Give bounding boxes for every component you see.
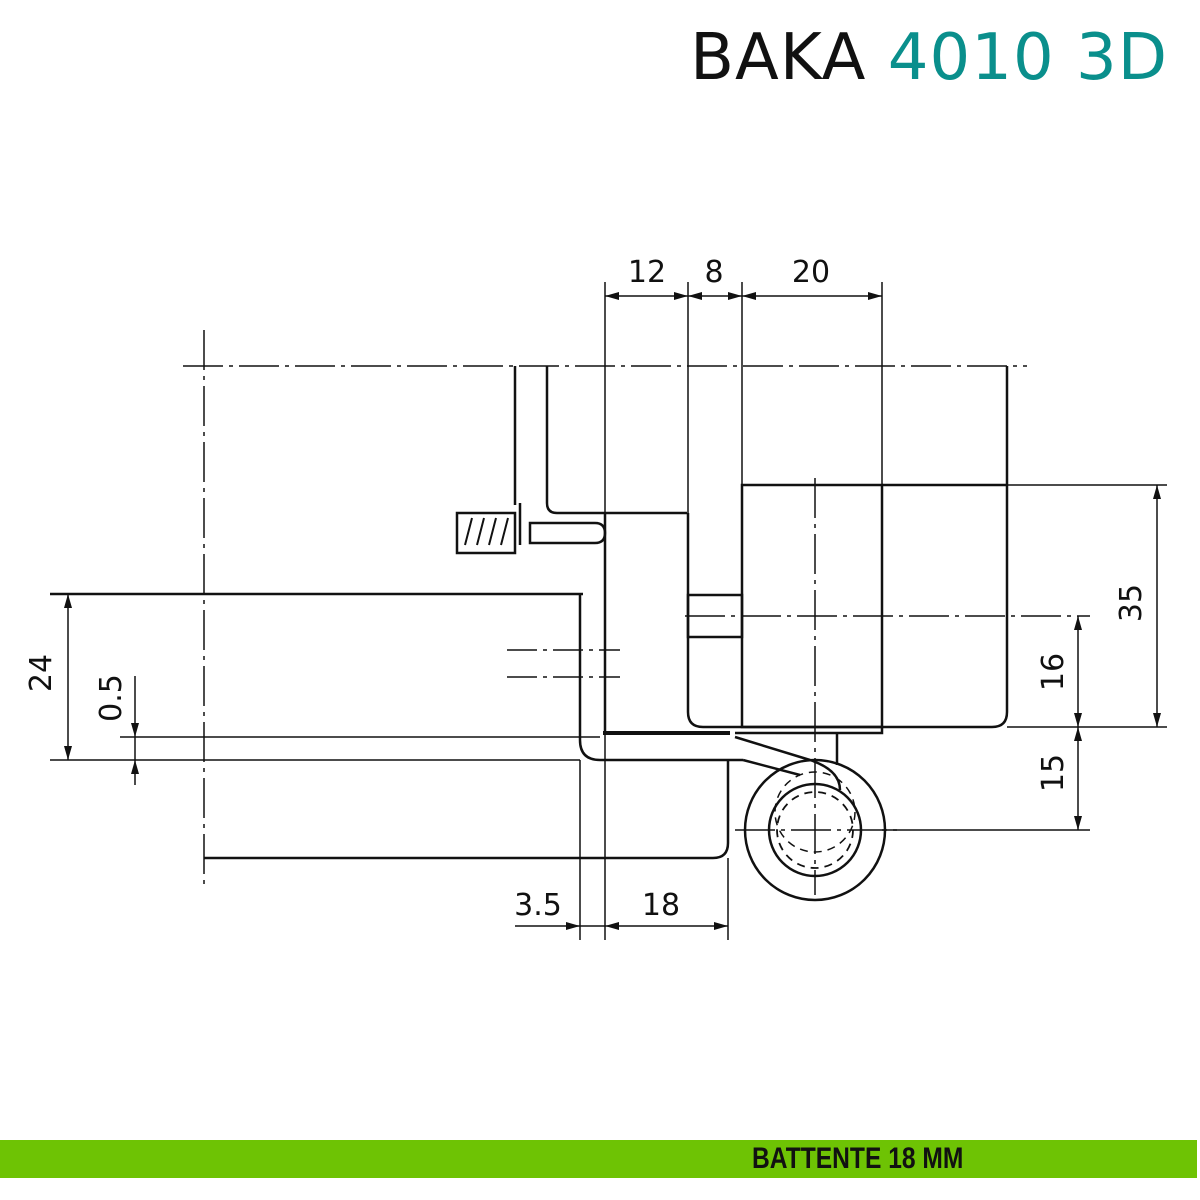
dim-top-12: 12	[628, 255, 666, 290]
dim-top-8: 8	[704, 255, 723, 290]
dim-right-35: 35	[1114, 584, 1149, 622]
footer-label: BATTENTE 18 MM	[752, 1142, 964, 1175]
center-lines	[183, 330, 1090, 895]
dim-right-16: 16	[1036, 653, 1071, 691]
hinge-outline	[50, 366, 1009, 902]
dim-right-15: 15	[1036, 754, 1071, 792]
brand-name: BAKA	[690, 21, 867, 95]
dim-left-0-5: 0.5	[94, 674, 129, 722]
dimension-lines	[50, 282, 1167, 940]
product-title: BAKA 4010 3D	[690, 18, 1168, 98]
dim-bottom-3-5: 3.5	[514, 888, 562, 923]
model-name: 4010 3D	[887, 21, 1168, 95]
dim-top-20: 20	[792, 255, 830, 290]
dim-bottom-18: 18	[642, 888, 680, 923]
dimension-arrows	[64, 292, 1161, 930]
footer-bar	[0, 1140, 1197, 1178]
dim-left-24: 24	[24, 654, 59, 692]
